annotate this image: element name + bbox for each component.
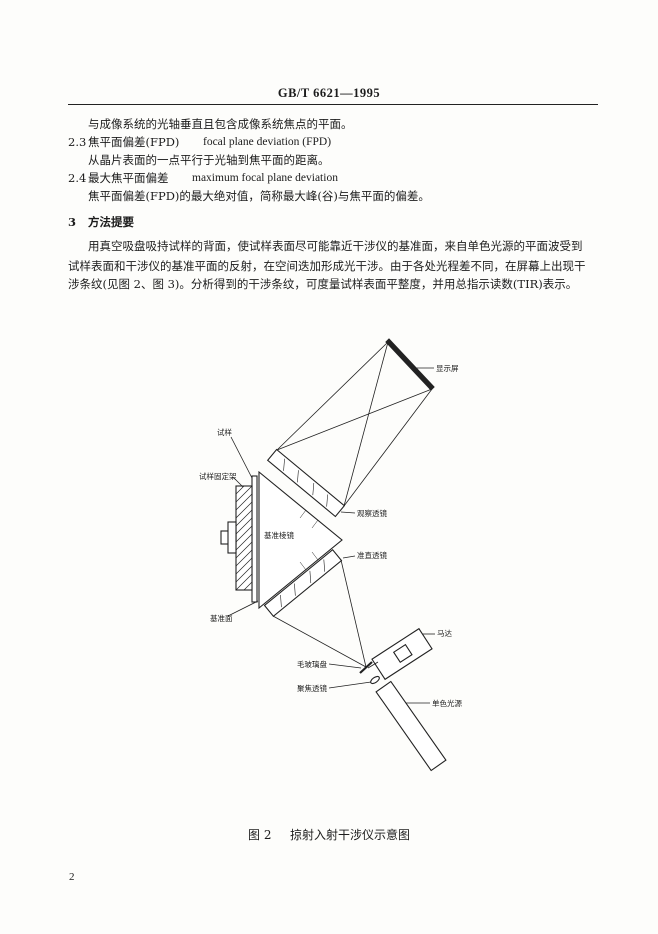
figure-caption-title: 掠射入射干涉仪示意图	[290, 828, 411, 842]
reference-prism-hatching	[299, 509, 319, 571]
sample-leader	[230, 436, 253, 479]
ground-glass-disc-leader	[328, 663, 362, 669]
observation-lens-body	[266, 448, 346, 518]
focusing-lens	[370, 675, 380, 685]
term-definition: 焦平面偏差(FPD)的最大绝对值，简称最大峰(谷)与焦平面的偏差。	[88, 189, 430, 203]
reference-prism-label: 基准棱镜	[264, 530, 294, 540]
term-chinese: 最大焦平面偏差	[88, 171, 169, 185]
paragraph-line: 涉条纹(见图 2、图 3)。分析得到的干涉条纹，可度量试样表面平整度，并用总指示…	[68, 277, 578, 291]
figure-caption-number: 图 2	[248, 828, 272, 842]
motor-window	[392, 643, 413, 664]
focusing-lens-label: 聚焦透镜	[297, 683, 327, 693]
reference-surface-label: 基准面	[210, 613, 233, 623]
sample-wafer	[251, 475, 258, 603]
display-screen	[385, 338, 435, 391]
term-chinese: 焦平面偏差(FPD)	[88, 135, 180, 149]
collimating-lens-label: 准直透镜	[357, 550, 387, 560]
paragraph-line: 试样表面和干涉仪的基准平面的反射，在空间迭加形成光干涉。由于各处光程差不同，在屏…	[68, 259, 586, 273]
term-number: 2.3	[68, 135, 87, 149]
sample-holder-label: 试样固定架	[199, 471, 237, 481]
page-number: 2	[69, 871, 75, 883]
sample-label: 试样	[217, 427, 232, 437]
observation-lens-hatching	[283, 458, 328, 507]
sample-holder-hatching	[235, 485, 253, 591]
term-number: 2.4	[68, 171, 87, 185]
standard-code-header: GB/T 6621—1995	[277, 86, 381, 100]
observation-rays	[276, 341, 433, 507]
collimating-lens-hatching	[280, 559, 326, 608]
collimating-lens-leader	[342, 555, 356, 559]
observation-lens-leader	[340, 511, 356, 514]
light-source-label: 单色光源	[432, 698, 462, 708]
term-definition: 从晶片表面的一点平行于光轴到焦平面的距离。	[88, 153, 330, 167]
light-source	[375, 680, 447, 772]
paragraph-line: 用真空吸盘吸持试样的背面，使试样表面尽可能靠近干涉仪的基准面，来自单色光源的平面…	[88, 239, 583, 253]
reference-prism	[258, 470, 343, 610]
motor-shaft	[367, 661, 379, 669]
header-rule	[68, 104, 598, 105]
collimating-lens-body	[263, 548, 343, 618]
term-english: focal plane deviation (FPD)	[203, 136, 332, 148]
motor	[371, 627, 433, 681]
focusing-lens-leader	[328, 681, 372, 689]
interferometer-diagram: 显示屏 观察透镜 基准棱镜 准直透镜 试样 试样固定架	[199, 338, 462, 772]
section-number: 3	[68, 215, 77, 229]
observation-lens-label: 观察透镜	[357, 508, 387, 518]
sample-holder-leader	[233, 477, 244, 488]
ground-glass-disc-label: 毛玻璃盘	[297, 659, 327, 669]
continuation-text: 与成像系统的光轴垂直且包含成像系统焦点的平面。	[88, 117, 353, 131]
ground-glass-disc	[359, 661, 373, 674]
section-title: 方法提要	[88, 215, 134, 229]
vacuum-chuck-flange	[227, 521, 237, 554]
display-screen-label: 显示屏	[436, 364, 459, 373]
collimating-lens	[263, 548, 343, 618]
illumination-rays	[272, 559, 367, 668]
term-english: maximum focal plane deviation	[192, 172, 338, 184]
observation-lens	[266, 448, 346, 518]
reference-surface-leader	[227, 600, 259, 617]
motor-label: 马达	[437, 628, 452, 638]
light-source-body	[375, 680, 447, 772]
